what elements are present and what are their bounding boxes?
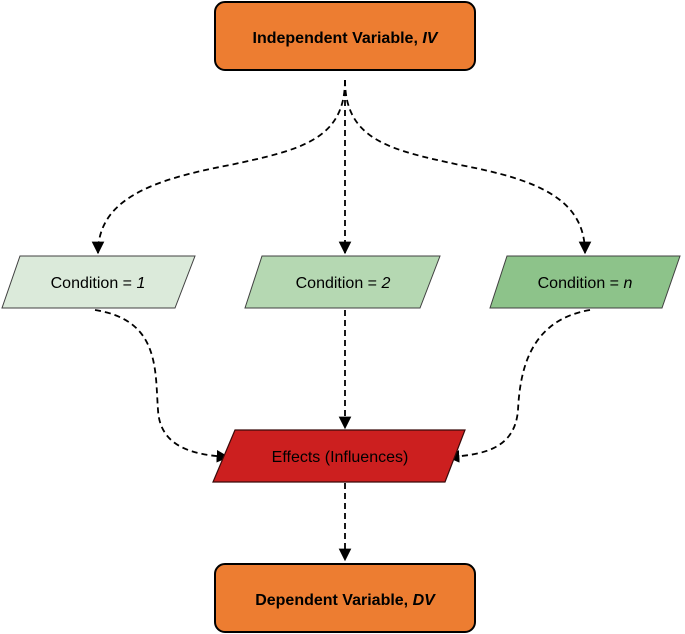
effects-label: Effects (Influences) [272,449,409,466]
dv-box [214,563,476,633]
condition-2-label: Condition = 2 [296,275,391,292]
edge-iv-to-condition-n [344,79,592,255]
condition-1-label: Condition = 1 [51,275,146,292]
edge-condition-n-to-effects [446,309,591,463]
node-condition-n: Condition = n [489,255,681,309]
edge-condition-1-to-effects [94,309,230,463]
node-condition-2: Condition = 2 [244,255,441,309]
iv-box [214,1,476,71]
dv-label: Dependent Variable, DV [255,592,436,609]
node-dependent-variable: Dependent Variable, DV [214,563,476,633]
edge-iv-to-condition-1 [91,79,346,255]
condition-n-label: Condition = n [538,275,633,292]
node-effects: Effects (Influences) [212,429,466,483]
effects-shape [212,429,466,483]
iv-label: Independent Variable, IV [253,30,439,47]
node-independent-variable: Independent Variable, IV [214,1,476,71]
condition-2-shape [244,255,441,309]
condition-1-shape [1,255,196,309]
node-condition-1: Condition = 1 [1,255,196,309]
condition-n-shape [489,255,681,309]
edges [91,79,592,562]
